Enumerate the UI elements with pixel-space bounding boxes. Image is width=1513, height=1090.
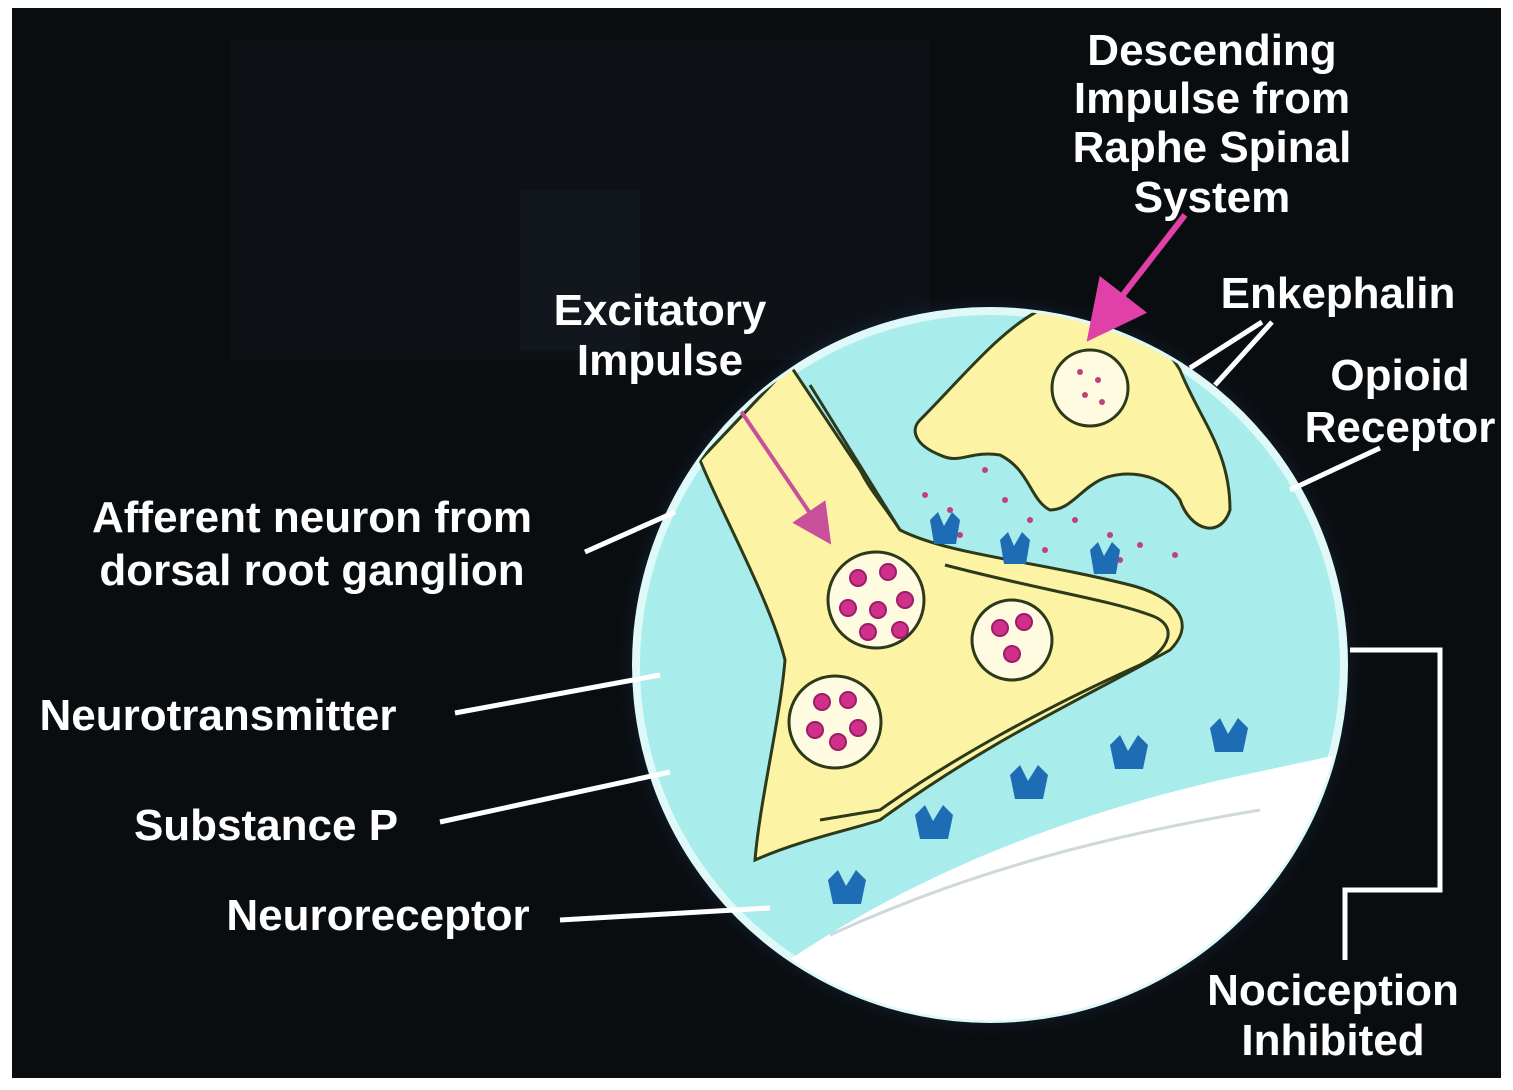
label-afferent-1: Afferent neuron from (92, 493, 532, 542)
label-descending-3: Raphe Spinal (1073, 123, 1352, 172)
label-nociception-1: Nociception (1207, 966, 1459, 1015)
enkephalin-vesicle (1052, 350, 1128, 426)
label-excitatory-2: Impulse (577, 336, 743, 385)
label-neuroreceptor: Neuroreceptor (226, 891, 529, 940)
label-opioid-1: Opioid (1330, 351, 1469, 400)
label-substance-p: Substance P (134, 801, 398, 850)
label-descending-2: Impulse from (1074, 74, 1350, 123)
label-opioid-2: Receptor (1305, 403, 1496, 452)
label-enkephalin: Enkephalin (1221, 269, 1456, 318)
label-descending-1: Descending (1087, 26, 1336, 75)
label-neurotransmitter: Neurotransmitter (40, 691, 397, 740)
label-excitatory-1: Excitatory (554, 286, 767, 335)
label-afferent-2: dorsal root ganglion (99, 546, 524, 595)
label-nociception-2: Inhibited (1241, 1016, 1424, 1065)
label-descending-4: System (1134, 173, 1291, 222)
